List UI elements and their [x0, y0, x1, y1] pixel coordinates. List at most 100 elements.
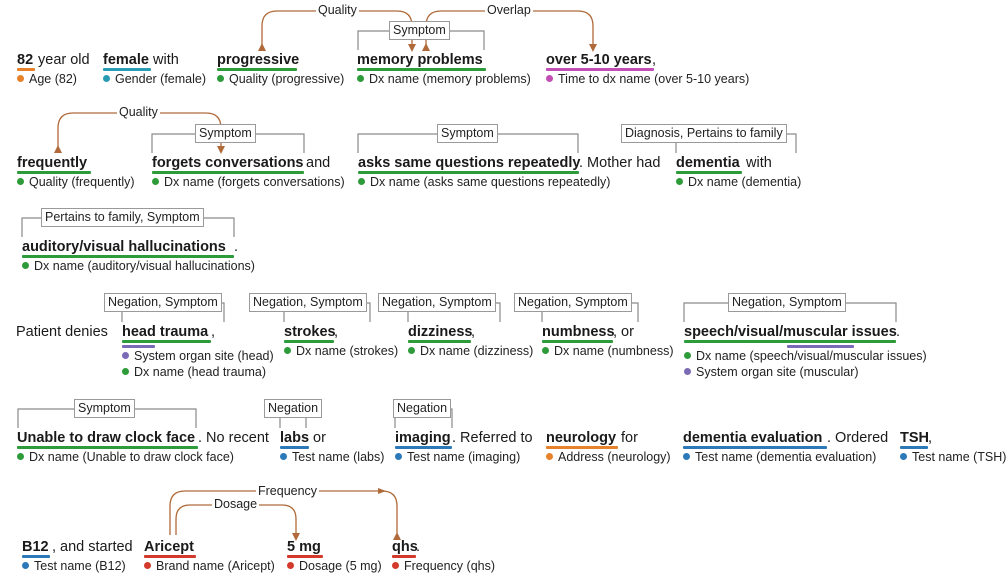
text-span: , and started	[52, 539, 133, 555]
annotation-forgets: Dx name (forgets conversations)	[152, 175, 345, 190]
text-span: .	[234, 239, 239, 255]
annotation-frequently: Quality (frequently)	[17, 175, 135, 190]
relation-box-symptom-1: Symptom	[389, 21, 450, 40]
annotation-imaging: Test name (imaging)	[395, 450, 520, 465]
entity-time-to-dx[interactable]: over 5-10 years	[546, 52, 652, 68]
annotation-dizziness: Dx name (dizziness)	[408, 344, 533, 359]
annotation-numbness: Dx name (numbness)	[542, 344, 674, 359]
entity-color-dot	[217, 75, 224, 82]
entity-imaging[interactable]: imaging	[395, 430, 451, 446]
entity-dx-memory-problems[interactable]: memory problems	[357, 52, 483, 68]
entity-frequently[interactable]: frequently	[17, 155, 88, 171]
overlap-link-label: Overlap	[485, 3, 533, 18]
quality-arrowhead-2	[54, 145, 62, 153]
text-span: . No recent	[198, 430, 269, 446]
text-span: year old	[38, 52, 90, 68]
underline-b12	[22, 555, 50, 558]
underline-clock-face	[17, 446, 198, 449]
text-span: . Ordered	[827, 430, 889, 446]
entity-color-dot	[900, 453, 907, 460]
entity-hallucinations[interactable]: auditory/visual hallucinations	[22, 239, 226, 255]
entity-frequency[interactable]: qhs	[392, 539, 418, 555]
annotation-text: Frequency (qhs)	[404, 559, 496, 573]
entity-color-dot	[392, 562, 399, 569]
entity-dementia[interactable]: dementia	[676, 155, 740, 171]
entity-color-dot	[287, 562, 294, 569]
entity-age[interactable]: 82	[17, 52, 34, 68]
text-span: .	[416, 539, 421, 555]
entity-color-dot	[22, 262, 29, 269]
annotation-dementia: Dx name (dementia)	[676, 175, 801, 190]
relation-box-negation-6: Negation	[264, 399, 323, 418]
entity-dosage[interactable]: 5 mg	[287, 539, 321, 555]
annotation-text: Dx name (Unable to draw clock face)	[29, 450, 234, 464]
entity-color-dot	[152, 178, 159, 185]
entity-color-dot	[676, 178, 683, 185]
frequency-arrowhead	[378, 488, 386, 494]
annotation-labs: Test name (labs)	[280, 450, 384, 465]
overlap-arrowhead	[589, 44, 597, 52]
relation-box-negation-3: Negation, Symptom	[378, 293, 496, 312]
underline-age	[17, 68, 35, 71]
text-span: ,	[334, 324, 339, 340]
entity-color-dot	[357, 75, 364, 82]
annotation-text: Age (82)	[29, 72, 77, 86]
annotation-text: Dx name (numbness)	[554, 344, 674, 358]
dosage-arrowhead	[292, 533, 300, 541]
annotation-text: Dx name (head trauma)	[134, 365, 267, 379]
entity-quality[interactable]: progressive	[217, 52, 300, 68]
entity-numbness[interactable]: numbness	[542, 324, 615, 340]
annotation-frequency: Frequency (qhs)	[392, 559, 495, 574]
annotation-text: System organ site (muscular)	[696, 365, 859, 379]
annotation-text: Test name (dementia evaluation)	[695, 450, 877, 464]
text-span: Patient denies	[16, 324, 108, 340]
relation-box-negation-7: Negation	[393, 399, 452, 418]
entity-forgets-conversations[interactable]: forgets conversations	[152, 155, 304, 171]
underline-frequency	[392, 555, 416, 558]
entity-speech-visual-muscular[interactable]: speech/visual/muscular issues	[684, 324, 897, 340]
entity-dementia-evaluation[interactable]: dementia evaluation	[683, 430, 823, 446]
text-span: . Referred to	[452, 430, 533, 446]
relation-box-symptom-4: Symptom	[74, 399, 135, 418]
annotation-text: Dx name (dizziness)	[420, 344, 534, 358]
entity-color-dot	[546, 75, 553, 82]
annotation-text: Dx name (strokes)	[296, 344, 399, 358]
underline-tsh	[900, 446, 928, 449]
underline-strokes	[284, 340, 334, 343]
relation-box-negation-1: Negation, Symptom	[104, 293, 222, 312]
underline-dizziness	[408, 340, 471, 343]
entity-neurology[interactable]: neurology	[546, 430, 617, 446]
relation-box-negation-5: Negation, Symptom	[728, 293, 846, 312]
annotation-hallucinations: Dx name (auditory/visual hallucinations)	[22, 259, 255, 274]
annotation-head: System organ site (head)	[122, 349, 274, 364]
text-span: with	[153, 52, 179, 68]
entity-head-trauma[interactable]: head trauma	[122, 324, 209, 340]
relation-box-symptom-2: Symptom	[195, 124, 256, 143]
annotation-aricept: Brand name (Aricept)	[144, 559, 275, 574]
relation-box-symptom-3: Symptom	[437, 124, 498, 143]
underline-time	[546, 68, 654, 71]
entity-asks-same-questions[interactable]: asks same questions repeatedly	[358, 155, 581, 171]
entity-color-dot	[408, 347, 415, 354]
entity-strokes[interactable]: strokes	[284, 324, 336, 340]
entity-clock-face[interactable]: Unable to draw clock face	[17, 430, 196, 446]
frequency-arrowhead-end	[393, 532, 401, 540]
annotation-strokes: Dx name (strokes)	[284, 344, 398, 359]
relation-box-negation-4: Negation, Symptom	[514, 293, 632, 312]
entity-tsh[interactable]: TSH	[900, 430, 929, 446]
annotation-text: Dx name (dementia)	[688, 175, 802, 189]
entity-color-dot	[144, 562, 151, 569]
text-span: for	[621, 430, 638, 446]
underline-frequently	[17, 171, 91, 174]
annotation-text: Gender (female)	[115, 72, 207, 86]
entity-gender[interactable]: female	[103, 52, 149, 68]
annotation-time: Time to dx name (over 5-10 years)	[546, 72, 749, 87]
entity-dizziness[interactable]: dizziness	[408, 324, 473, 340]
text-span: ,	[211, 324, 216, 340]
entity-color-dot	[542, 347, 549, 354]
annotation-dementia-evaluation: Test name (dementia evaluation)	[683, 450, 876, 465]
entity-labs[interactable]: labs	[280, 430, 310, 446]
entity-b12[interactable]: B12	[22, 539, 49, 555]
entity-aricept[interactable]: Aricept	[144, 539, 194, 555]
quality-link-label: Quality	[316, 3, 359, 18]
